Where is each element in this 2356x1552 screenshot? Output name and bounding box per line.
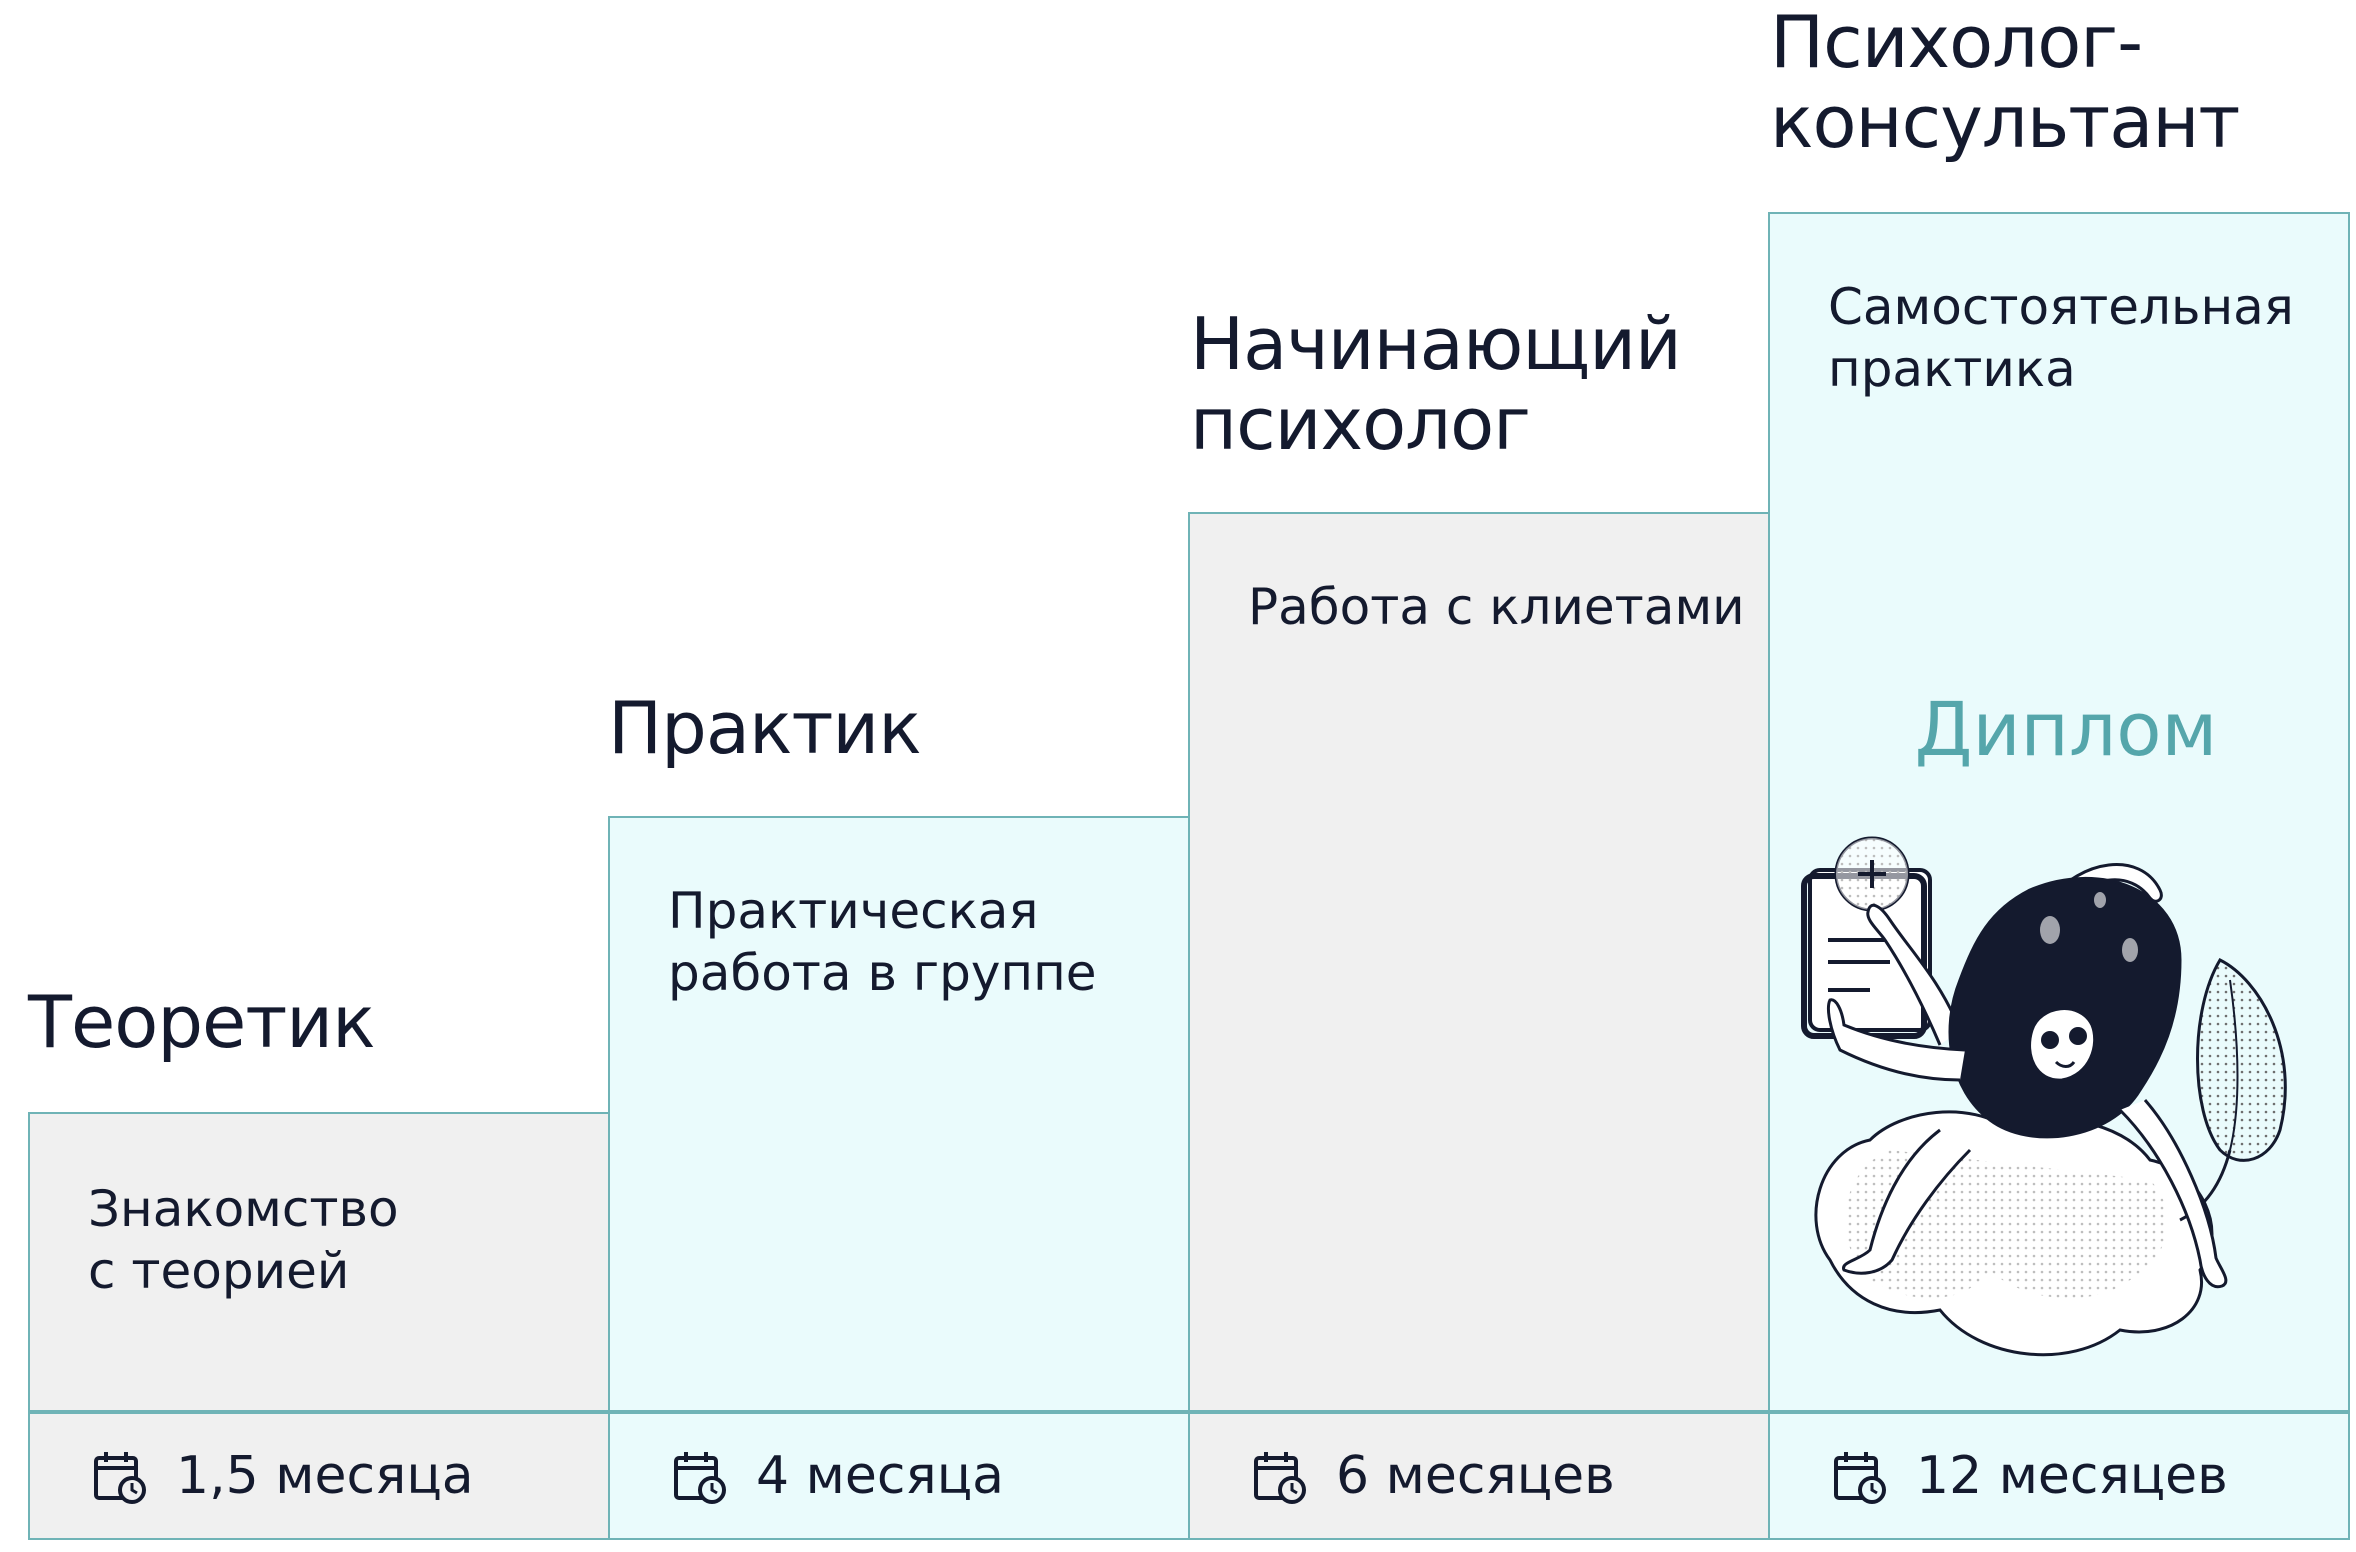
stage-title-consultant: Психолог- консультант xyxy=(1770,0,2240,164)
step-description-theorist: Знакомство с теорией xyxy=(88,1180,399,1300)
relaxing-character-illustration xyxy=(1801,836,2287,1357)
duration-cell-practitioner: 4 месяца xyxy=(608,1412,1190,1540)
diploma-label: Диплом xyxy=(1914,687,2218,773)
step-practitioner: Практическая работа в группе xyxy=(608,816,1190,1412)
duration-text-theorist: 1,5 месяца xyxy=(176,1446,474,1506)
step-description-practitioner: Практическая работа в группе xyxy=(668,882,1097,1002)
step-description-consultant: Самостоятельная практика xyxy=(1828,278,2294,398)
step-beginner-psychologist: Работа с клиетами xyxy=(1188,512,1770,1412)
duration-cell-beginner-psychologist: 6 месяцев xyxy=(1188,1412,1770,1540)
step-theorist: Знакомство с теорией xyxy=(28,1112,610,1412)
stage-title-theorist: Теоретик xyxy=(28,980,376,1064)
calendar-clock-icon xyxy=(674,1452,726,1504)
duration-text-beginner-psychologist: 6 месяцев xyxy=(1336,1446,1615,1506)
step-description-beginner-psychologist: Работа с клиетами xyxy=(1248,578,1745,636)
duration-cell-theorist: 1,5 месяца xyxy=(28,1412,610,1540)
duration-text-consultant: 12 месяцев xyxy=(1916,1446,2228,1506)
calendar-clock-icon xyxy=(1254,1452,1306,1504)
calendar-clock-icon xyxy=(1834,1452,1886,1504)
stage-title-beginner-psychologist: Начинающий психолог xyxy=(1190,302,1682,466)
duration-cell-consultant: 12 месяцев xyxy=(1768,1412,2350,1540)
calendar-clock-icon xyxy=(94,1452,146,1504)
duration-text-practitioner: 4 месяца xyxy=(756,1446,1004,1506)
stage-title-practitioner: Практик xyxy=(608,686,922,770)
